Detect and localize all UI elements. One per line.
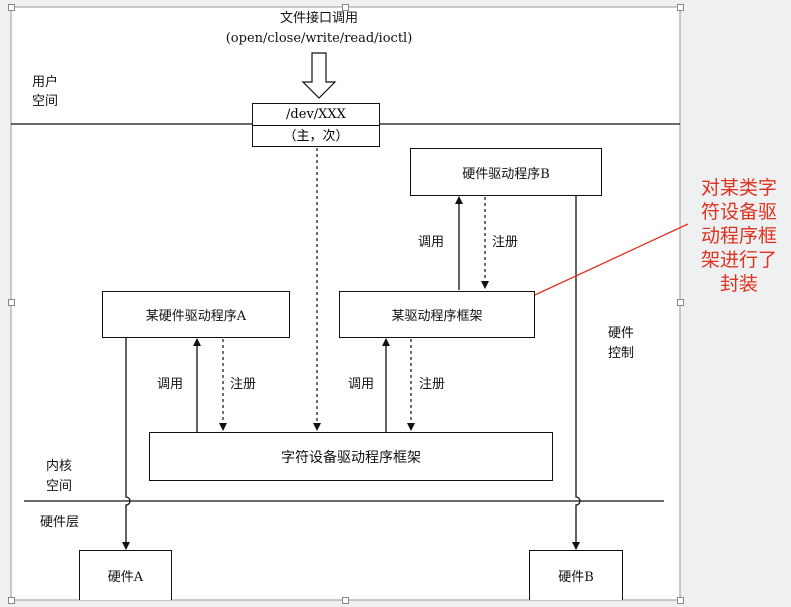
driver-framework-box: 某驱动程序框架 [339, 291, 535, 338]
call-label-mid: 调用 [348, 377, 375, 392]
annotation-line-5: 封装 [719, 273, 758, 295]
hardware-driver-a-label: 某硬件驱动程序A [145, 309, 247, 324]
annotation-line-3: 动程序框 [700, 225, 777, 247]
hardware-a-label: 硬件A [107, 570, 144, 585]
kernel-space-label-1: 内核 [46, 459, 73, 474]
call-label-top: 调用 [418, 235, 445, 250]
kernel-space-label-2: 空间 [46, 479, 73, 494]
annotation-line-4: 架进行了 [700, 249, 777, 271]
driver-a-to-hardware-arrow [122, 338, 131, 550]
driver-framework-label: 某驱动程序框架 [391, 309, 483, 324]
register-label-left: 注册 [230, 377, 257, 392]
annotation-arrow [508, 223, 689, 308]
char-device-framework-label: 字符设备驱动程序 [281, 449, 393, 466]
char-device-framework-suffix: 框架 [393, 449, 421, 466]
register-label-mid: 注册 [419, 377, 446, 392]
frame-handle-bm[interactable] [342, 597, 349, 604]
hardware-b-label: 硬件B [558, 570, 594, 585]
user-space-label-1: 用户 [32, 75, 59, 90]
device-node-path: /dev/XXX [253, 104, 379, 126]
register-label-top: 注册 [492, 235, 519, 250]
user-space-label-2: 空间 [32, 94, 59, 109]
annotation-line-1: 对某类字 [700, 177, 777, 199]
device-node-box: /dev/XXX （主，次） [252, 103, 380, 147]
hardware-b-box: 硬件B [529, 550, 623, 600]
title-line-1: 文件接口调用 [279, 11, 358, 26]
annotation-note: 对某类字 符设备驱 动程序框 架进行了 封装 [690, 176, 788, 296]
hardware-layer-label: 硬件层 [40, 515, 80, 530]
frame-handle-ml[interactable] [8, 299, 15, 306]
hw-control-label-2: 控制 [608, 346, 635, 361]
hardware-a-box: 硬件A [79, 550, 172, 600]
hardware-driver-b-label: 硬件驱动程序B [462, 166, 550, 182]
hardware-driver-a-box: 某硬件驱动程序A [102, 291, 290, 338]
frame-handle-br[interactable] [677, 597, 684, 604]
driver-b-to-hardware-arrow [572, 196, 581, 550]
frame-handle-mr[interactable] [677, 299, 684, 306]
hardware-driver-b-box: 硬件驱动程序B [410, 148, 602, 196]
frame-handle-bl[interactable] [8, 597, 15, 604]
file-interface-arrow [301, 52, 337, 99]
frame-handle-tl[interactable] [8, 4, 15, 11]
device-node-numbers: （主，次） [283, 129, 349, 144]
char-device-framework-box: 字符设备驱动程序框架 [149, 432, 553, 481]
frame-handle-tr[interactable] [677, 4, 684, 11]
frame-handle-tm[interactable] [342, 4, 349, 11]
hw-control-label-1: 硬件 [608, 326, 635, 341]
call-label-left: 调用 [157, 377, 184, 392]
annotation-line-2: 符设备驱 [700, 201, 777, 223]
title-line-2: (open/close/write/read/ioctl) [225, 31, 413, 46]
